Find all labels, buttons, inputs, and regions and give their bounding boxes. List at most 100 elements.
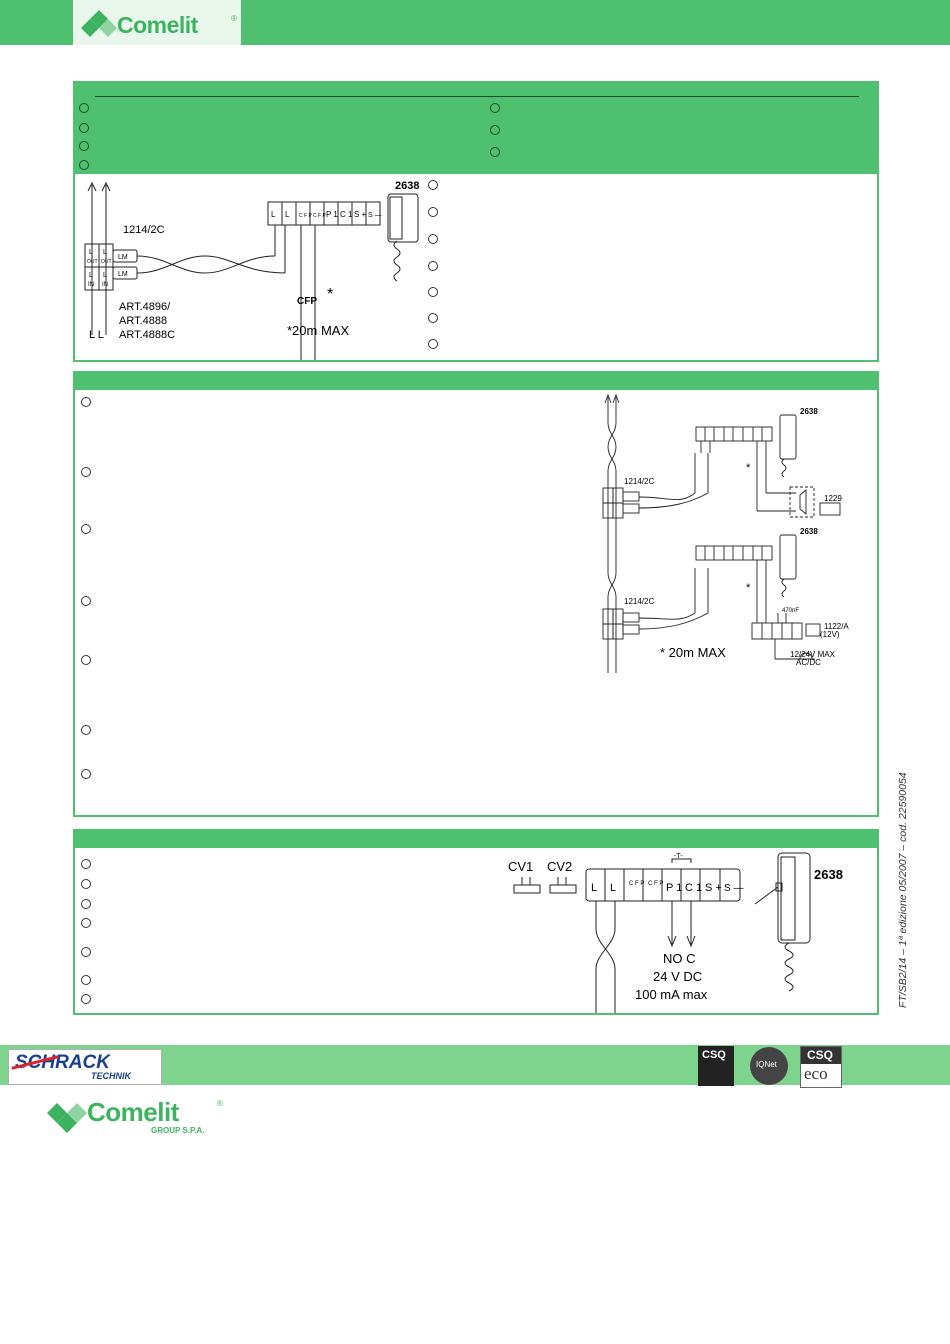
bullet xyxy=(81,994,91,1004)
cv1-label: CV1 xyxy=(508,859,533,874)
terminal-label: L xyxy=(285,210,290,219)
bullet xyxy=(428,234,438,244)
cv2-label: CV2 xyxy=(547,859,572,874)
bullet xyxy=(81,859,91,869)
power-label: 12/24V MAX xyxy=(790,650,836,659)
csq-eco-text: CSQ xyxy=(807,1048,834,1062)
section-1-header xyxy=(75,83,877,174)
comelit-logo-header: Comelit ® xyxy=(73,0,241,45)
bus-label: 1214/2C xyxy=(624,477,654,486)
wiring-diagram-2: 2638 2638 1214/2C 1214/2C 1229 1122/A (1… xyxy=(602,393,849,673)
terminal-label: C F P xyxy=(299,213,312,219)
bullet xyxy=(79,103,89,113)
section-1-panel: 2638 1214/2C L L OUT OUT L L IN IN LM LM… xyxy=(73,81,879,362)
terminal-in: IN xyxy=(88,282,94,288)
wiring-diagram-3: CV1 CV2 2638 L L C F P C F P P 1 C 1 S +… xyxy=(508,852,843,1013)
terminal-label: C F P xyxy=(648,881,663,887)
art-label: ART.4888C xyxy=(119,329,175,341)
bullet xyxy=(490,147,500,157)
model-label: 2638 xyxy=(800,527,818,536)
csq-text: CSQ xyxy=(702,1049,726,1061)
schrack-text: SCHRACK xyxy=(15,1052,110,1073)
registered-mark: ® xyxy=(231,14,237,23)
iqnet-text: IQNet xyxy=(756,1060,777,1069)
bullet xyxy=(81,975,91,985)
bullet xyxy=(81,769,91,779)
bullet xyxy=(428,180,438,190)
voltage-label: 24 V DC xyxy=(653,969,702,984)
bullet xyxy=(490,125,500,135)
max-note: * 20m MAX xyxy=(660,645,726,660)
csq-eco-badge: CSQ eco xyxy=(800,1046,842,1088)
terminal-label: L xyxy=(591,882,597,894)
terminal-lm: LM xyxy=(118,271,128,278)
art-label: ART.4888 xyxy=(119,315,167,327)
bullet xyxy=(81,397,91,407)
comelit-logo-footer: Comelit ® GROUP S.P.A. xyxy=(45,1095,235,1140)
max-note: *20m MAX xyxy=(287,323,349,338)
terminal-l: L xyxy=(103,272,107,279)
terminal-label: S + xyxy=(705,882,722,894)
no-c-label: NO C xyxy=(663,951,696,966)
group-text: GROUP S.P.A. xyxy=(151,1126,205,1135)
brand-name: Comelit xyxy=(117,12,198,38)
terminal-l: L xyxy=(89,272,93,279)
bus-label: 1214/2C xyxy=(123,224,165,236)
section-2-panel: 2638 2638 1214/2C 1214/2C 1229 1122/A (1… xyxy=(73,371,879,817)
terminal-label: C F P xyxy=(313,213,326,219)
terminal-in: IN xyxy=(102,282,108,288)
model-label: 2638 xyxy=(800,407,818,416)
terminal-label: P 1 xyxy=(666,882,682,894)
art-label: ART.4896/ xyxy=(119,301,171,313)
terminal-lm: LM xyxy=(118,254,128,261)
capacitor-label: 470nF xyxy=(782,608,799,614)
bullet xyxy=(81,524,91,534)
comelit-mark-icon xyxy=(81,10,117,37)
bullet xyxy=(81,596,91,606)
cfp-label: CFP xyxy=(297,296,317,307)
model-label: 2638 xyxy=(395,180,419,192)
bullet xyxy=(490,103,500,113)
terminal-label: L xyxy=(271,210,276,219)
terminal-label: S — xyxy=(724,883,743,894)
ll-label: L L xyxy=(89,329,104,341)
terminal-out: OUT xyxy=(87,259,98,265)
document-code-text: FT/SB2/14 – 1ª edizione 05/2007 – cod. 2… xyxy=(897,772,909,1008)
bus-label: 1214/2C xyxy=(624,597,654,606)
wiring-diagram-1: 2638 1214/2C L L OUT OUT L L IN IN LM LM… xyxy=(84,180,419,360)
bullet xyxy=(81,655,91,665)
art-1122-label: 1122/A xyxy=(824,622,849,631)
terminal-l: L xyxy=(103,249,107,256)
iqnet-cert-badge: IQNet xyxy=(750,1047,788,1085)
t-label: -T- xyxy=(674,853,683,860)
power-sub: AC/DC xyxy=(796,658,821,667)
bullet xyxy=(79,141,89,151)
comelit-text: Comelit xyxy=(87,1097,179,1127)
terminal-label: C F P xyxy=(629,881,644,887)
terminal-l: L xyxy=(89,249,93,256)
bullet xyxy=(79,160,89,170)
bullet xyxy=(428,287,438,297)
terminal-label: L xyxy=(610,882,616,894)
bullet xyxy=(428,261,438,271)
schrack-logo: SCHRACK TECHNIK xyxy=(8,1049,162,1085)
bullet xyxy=(81,918,91,928)
comelit-mark-icon xyxy=(47,1103,87,1133)
terminal-out: OUT xyxy=(101,259,112,265)
bullet xyxy=(81,899,91,909)
bullet xyxy=(428,207,438,217)
terminal-label: S + xyxy=(354,210,367,219)
terminal-label: S — xyxy=(368,212,382,219)
art-1122-sub: (12V) xyxy=(820,630,840,639)
asterisk: * xyxy=(327,286,333,303)
technik-text: TECHNIK xyxy=(91,1071,131,1081)
eco-text: eco xyxy=(804,1064,828,1083)
header-rule xyxy=(95,96,859,97)
terminal-label: P 1 xyxy=(326,210,338,219)
csq-eco-top xyxy=(801,1047,841,1064)
bullet xyxy=(79,123,89,133)
csq-cert-badge: CSQ xyxy=(698,1046,734,1086)
section-3-panel: CV1 CV2 2638 L L C F P C F P P 1 C 1 S +… xyxy=(73,829,879,1015)
section-2-header xyxy=(75,373,877,390)
bullet xyxy=(81,879,91,889)
